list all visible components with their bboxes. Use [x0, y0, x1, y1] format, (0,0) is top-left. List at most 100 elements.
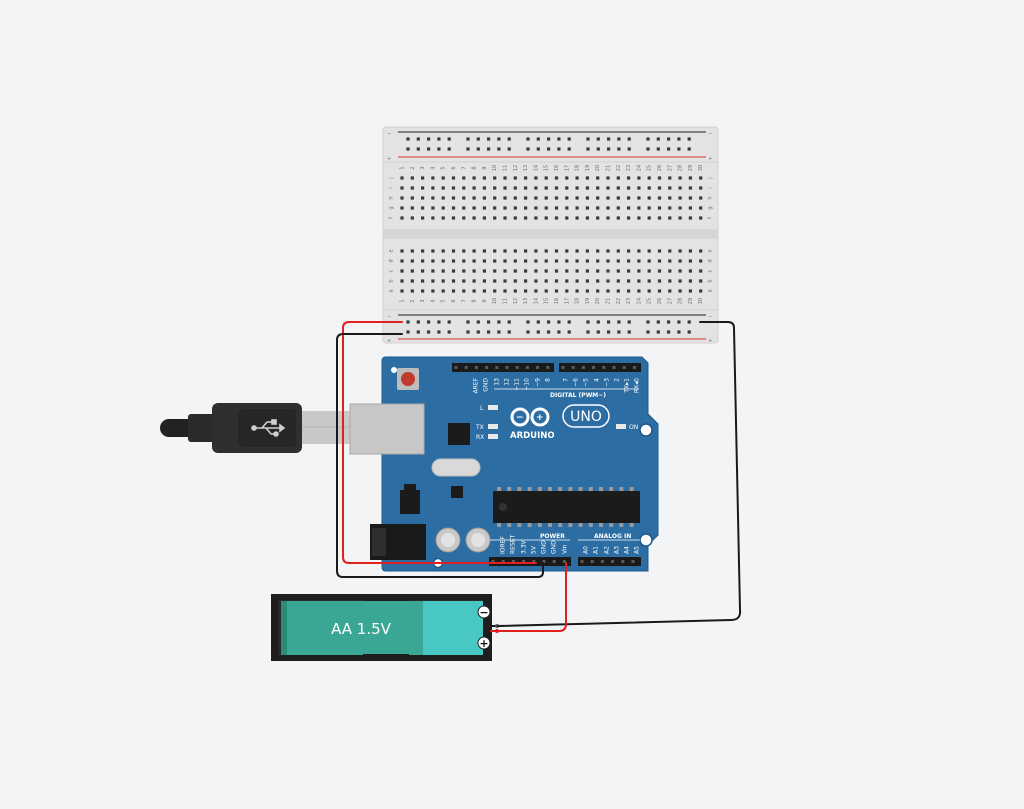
breadboard-hole[interactable] [421, 216, 425, 220]
breadboard-hole[interactable] [606, 216, 610, 220]
rail-hole[interactable] [687, 320, 691, 324]
breadboard-hole[interactable] [647, 206, 651, 210]
rail-hole[interactable] [526, 320, 530, 324]
rail-hole[interactable] [627, 320, 631, 324]
breadboard-hole[interactable] [431, 249, 435, 253]
breadboard-hole[interactable] [585, 289, 589, 293]
rail-hole[interactable] [586, 137, 590, 141]
breadboard-hole[interactable] [524, 216, 528, 220]
breadboard-hole[interactable] [565, 279, 569, 283]
breadboard-hole[interactable] [616, 249, 620, 253]
breadboard-hole[interactable] [678, 259, 682, 263]
breadboard-hole[interactable] [616, 269, 620, 273]
breadboard-hole[interactable] [513, 176, 517, 180]
breadboard-hole[interactable] [554, 249, 559, 253]
breadboard-hole[interactable] [493, 259, 497, 263]
rail-hole[interactable] [487, 330, 491, 334]
breadboard-hole[interactable] [627, 249, 631, 253]
rail-hole[interactable] [406, 320, 410, 324]
breadboard-hole[interactable] [606, 176, 610, 180]
breadboard-hole[interactable] [575, 249, 579, 253]
breadboard-hole[interactable] [647, 216, 651, 220]
breadboard-hole[interactable] [400, 196, 404, 200]
rail-hole[interactable] [567, 137, 571, 141]
rail-hole[interactable] [427, 147, 431, 151]
header-pin[interactable] [581, 366, 585, 369]
breadboard-hole[interactable] [410, 176, 414, 180]
rail-hole[interactable] [627, 330, 631, 334]
breadboard-hole[interactable] [668, 216, 672, 220]
breadboard-hole[interactable] [462, 196, 466, 200]
breadboard-hole[interactable] [451, 216, 456, 220]
rail-hole[interactable] [607, 320, 611, 324]
breadboard-hole[interactable] [616, 186, 620, 190]
breadboard-hole[interactable] [678, 289, 682, 293]
breadboard-hole[interactable] [606, 269, 610, 273]
breadboard-hole[interactable] [647, 279, 651, 283]
breadboard-hole[interactable] [503, 206, 507, 210]
breadboard-hole[interactable] [431, 259, 435, 263]
rail-hole[interactable] [667, 147, 671, 151]
breadboard-hole[interactable] [451, 206, 456, 210]
header-pin[interactable] [562, 560, 566, 563]
rail-hole[interactable] [447, 137, 451, 141]
breadboard-hole[interactable] [472, 259, 476, 263]
breadboard-hole[interactable] [565, 196, 569, 200]
rail-hole[interactable] [667, 137, 671, 141]
rail-hole[interactable] [447, 147, 451, 151]
header-pin[interactable] [592, 366, 596, 369]
rail-hole[interactable] [687, 330, 691, 334]
breadboard-hole[interactable] [616, 279, 620, 283]
breadboard-hole[interactable] [657, 206, 662, 210]
rail-hole[interactable] [586, 147, 590, 151]
breadboard-hole[interactable] [451, 279, 456, 283]
breadboard-hole[interactable] [678, 279, 682, 283]
breadboard-hole[interactable] [513, 196, 517, 200]
rail-hole[interactable] [656, 320, 660, 324]
header-pin[interactable] [612, 366, 616, 369]
breadboard-hole[interactable] [575, 279, 579, 283]
breadboard-hole[interactable] [503, 269, 507, 273]
breadboard-hole[interactable] [627, 206, 631, 210]
breadboard-hole[interactable] [688, 289, 692, 293]
breadboard-hole[interactable] [421, 249, 425, 253]
rail-hole[interactable] [656, 330, 660, 334]
header-pin[interactable] [501, 560, 505, 563]
breadboard-hole[interactable] [627, 196, 631, 200]
rail-hole[interactable] [646, 320, 650, 324]
breadboard-hole[interactable] [431, 186, 435, 190]
rail-hole[interactable] [416, 320, 420, 324]
breadboard-hole[interactable] [400, 249, 404, 253]
breadboard-hole[interactable] [596, 216, 600, 220]
breadboard-hole[interactable] [451, 259, 456, 263]
rail-hole[interactable] [567, 330, 571, 334]
header-pin[interactable] [454, 366, 458, 369]
breadboard-hole[interactable] [585, 196, 589, 200]
breadboard-hole[interactable] [657, 279, 662, 283]
breadboard-hole[interactable] [400, 216, 404, 220]
breadboard-hole[interactable] [637, 289, 641, 293]
header-pin[interactable] [491, 560, 495, 563]
breadboard-hole[interactable] [544, 216, 548, 220]
rail-hole[interactable] [487, 137, 491, 141]
rail-hole[interactable] [586, 320, 590, 324]
breadboard-hole[interactable] [462, 206, 466, 210]
breadboard-hole[interactable] [482, 176, 486, 180]
breadboard-hole[interactable] [699, 176, 703, 180]
breadboard-hole[interactable] [554, 259, 559, 263]
breadboard-hole[interactable] [544, 176, 548, 180]
rail-hole[interactable] [667, 320, 671, 324]
breadboard-hole[interactable] [565, 206, 569, 210]
header-pin[interactable] [561, 366, 565, 369]
breadboard-hole[interactable] [503, 196, 507, 200]
breadboard-hole[interactable] [657, 216, 662, 220]
reset-button[interactable] [401, 372, 415, 386]
header-pin[interactable] [522, 560, 526, 563]
breadboard-holes[interactable] [400, 137, 703, 334]
rail-hole[interactable] [596, 320, 600, 324]
breadboard-hole[interactable] [616, 259, 620, 263]
header-pin[interactable] [600, 560, 604, 563]
breadboard-hole[interactable] [637, 196, 641, 200]
usb-cable[interactable] [160, 403, 350, 453]
breadboard-hole[interactable] [513, 206, 517, 210]
